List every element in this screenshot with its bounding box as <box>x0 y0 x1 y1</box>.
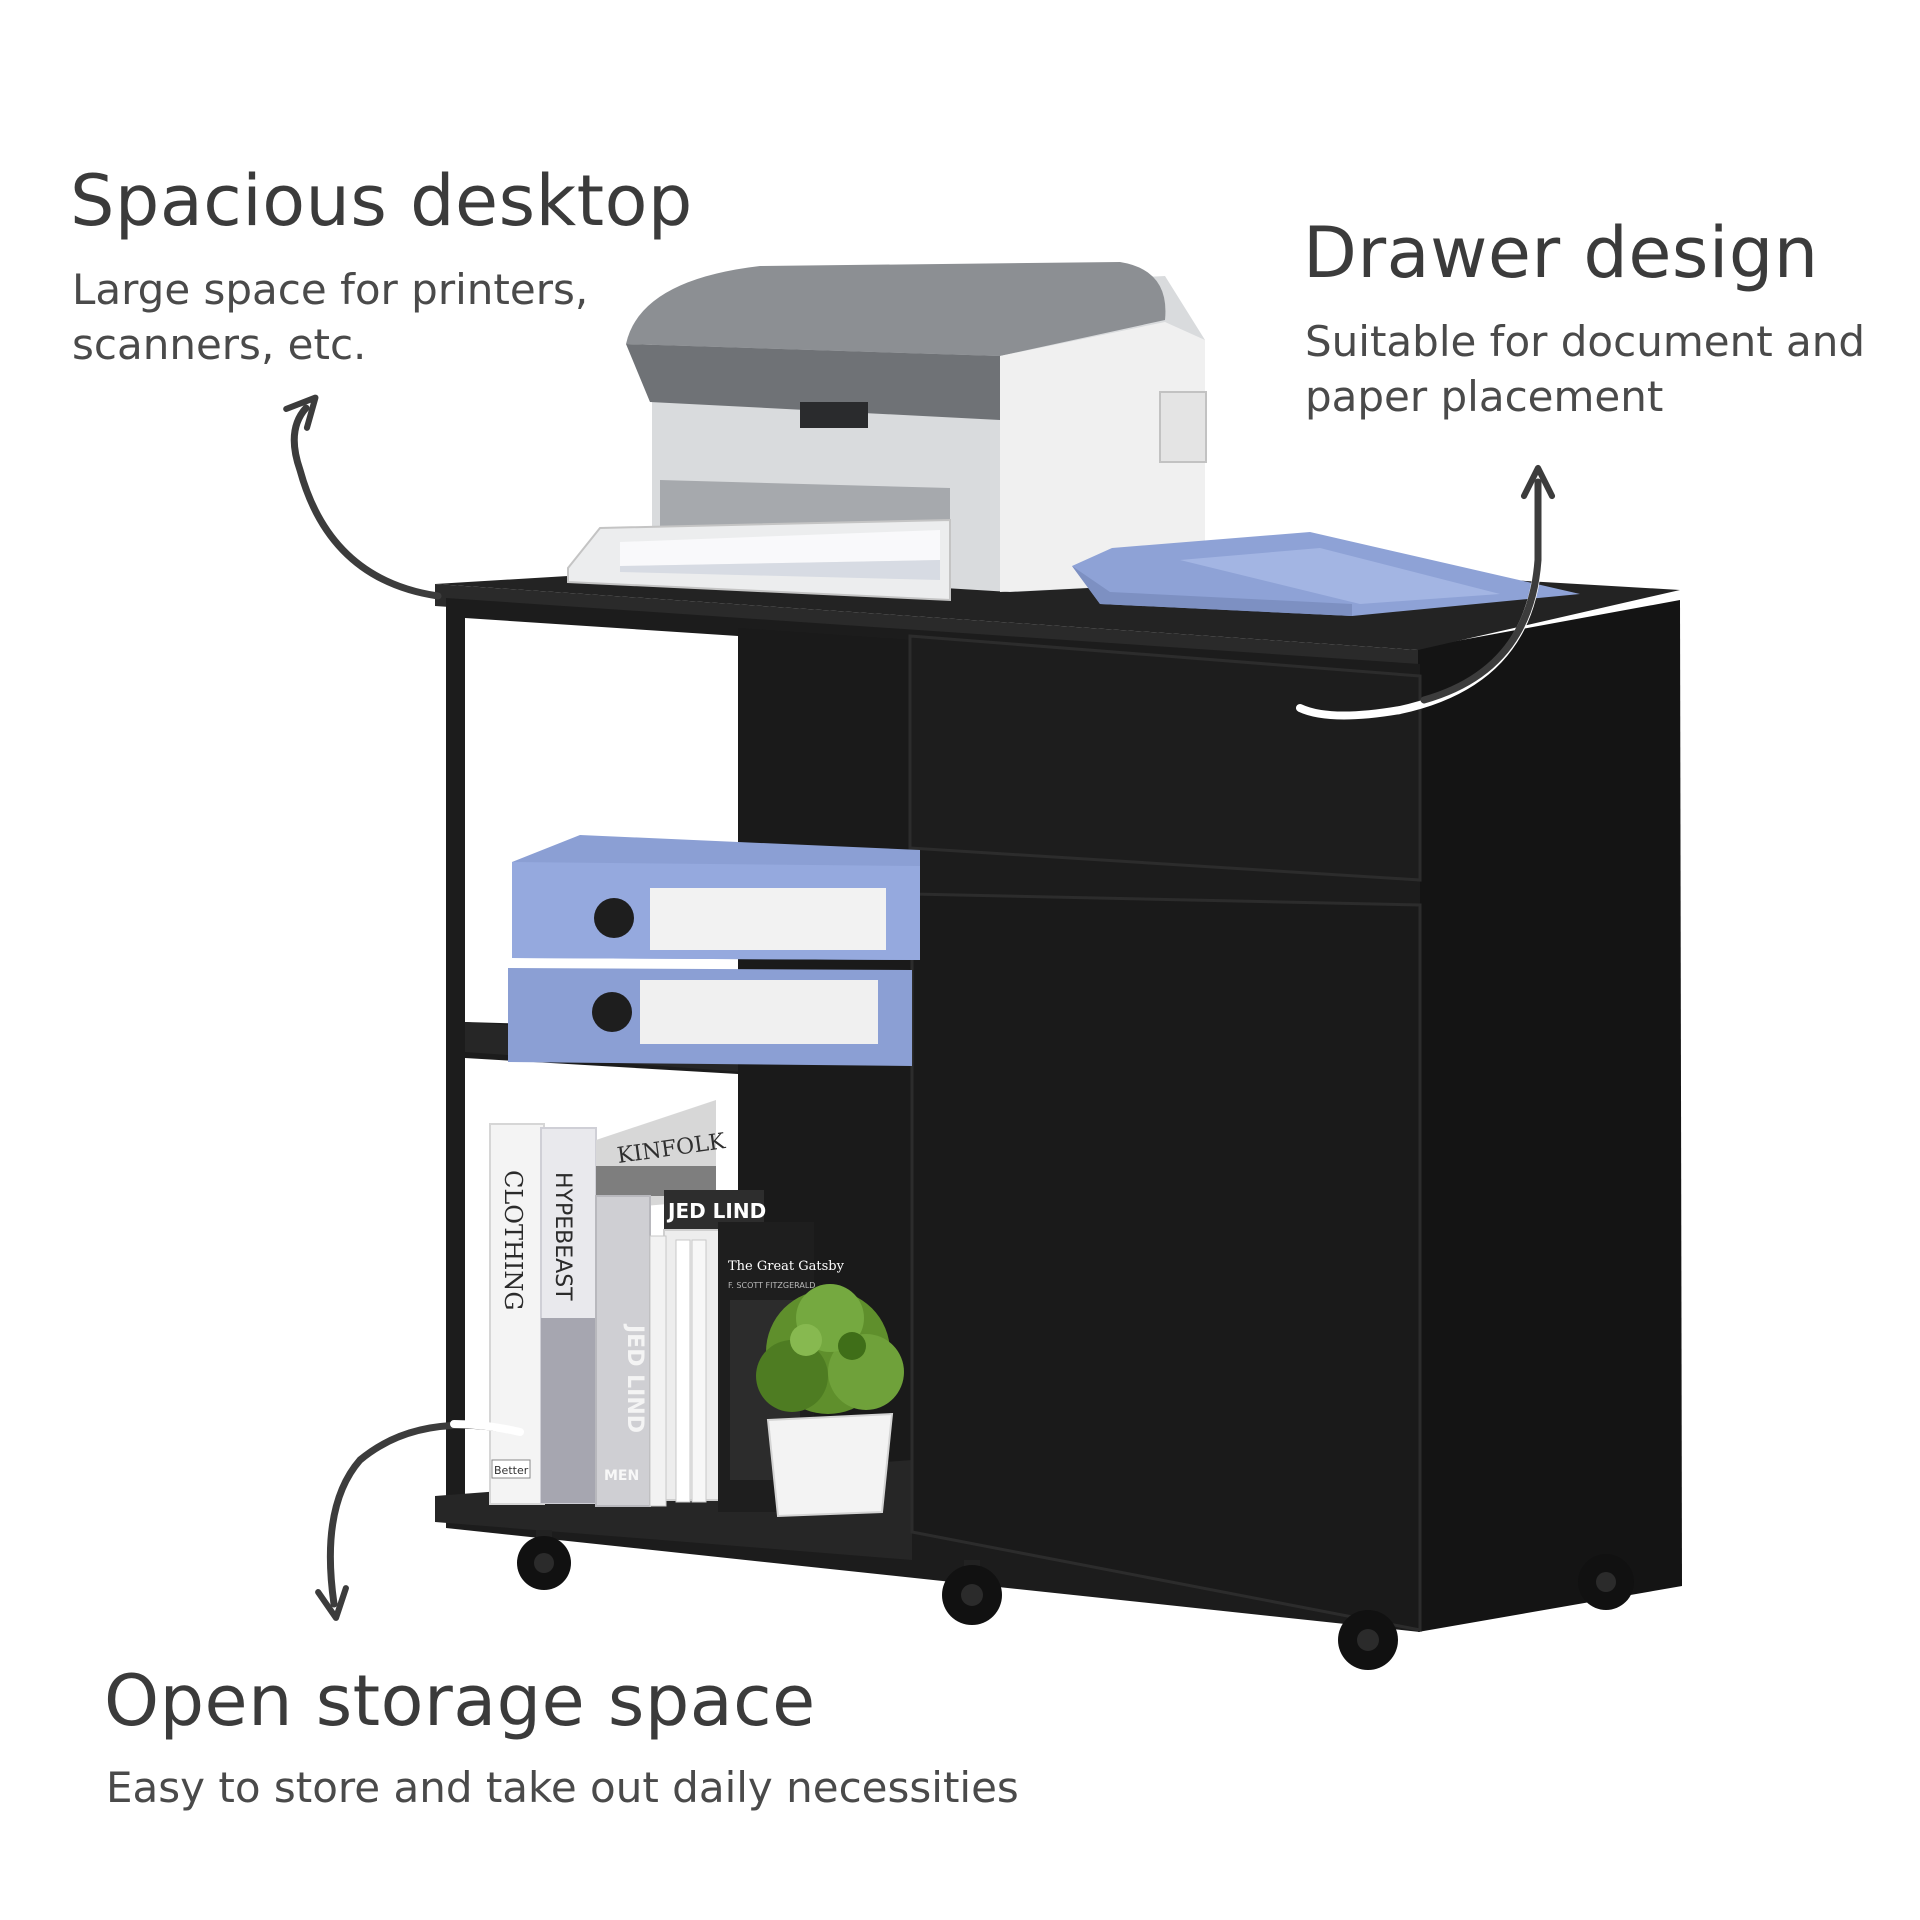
storage-callout-title: Open storage space <box>104 1660 816 1742</box>
book-jed-lind-spine: JED LIND <box>622 1323 647 1433</box>
book-hypebeast: HYPEBEAST <box>540 1127 597 1504</box>
book-men-label: MEN <box>604 1468 639 1484</box>
binders <box>508 835 920 1066</box>
book-jed-lind-cover-title: JED LIND <box>666 1199 766 1223</box>
cabinet-side-panel <box>1418 600 1682 1632</box>
storage-arrow-highlight <box>450 1420 524 1436</box>
binder-lower <box>508 968 912 1066</box>
book-better-label: Better <box>494 1464 529 1477</box>
printer-display <box>800 402 868 428</box>
drawer-front <box>908 634 1422 882</box>
potted-plant <box>756 1284 904 1518</box>
printer-lid <box>626 262 1166 356</box>
upper-open-compartment <box>465 618 738 1030</box>
book-thin-stack <box>649 1235 707 1507</box>
book-hypebeast-spine: HYPEBEAST <box>550 1172 575 1301</box>
plant-pot <box>766 1412 894 1518</box>
storage-callout-description: Easy to store and take out daily necessi… <box>106 1763 1019 1812</box>
drawer-arrow-outer <box>1420 464 1556 704</box>
binder-upper <box>512 835 920 960</box>
cabinet-door <box>910 892 1422 1632</box>
drawer-callout-title: Drawer design <box>1303 212 1819 294</box>
book-kinfolk: KINFOLK <box>596 1100 727 1210</box>
caster-wheel <box>1578 1554 1634 1610</box>
drawer-callout-description: Suitable for document and paper placemen… <box>1305 317 1866 421</box>
book-clothing: CLOTHING Better <box>489 1123 545 1505</box>
book-clothing-spine: CLOTHING <box>499 1170 527 1311</box>
book-gatsby-title: The Great Gatsby <box>728 1259 845 1274</box>
desktop-arrow <box>283 394 442 600</box>
printer-side <box>1000 322 1205 592</box>
blue-folder <box>1072 532 1580 616</box>
book-jed-lind-upright: JED LIND MEN <box>595 1195 651 1507</box>
desktop-callout-description: Large space for printers, scanners, etc. <box>72 265 589 369</box>
book-gatsby-author: F. SCOTT FITZGERALD <box>728 1281 815 1290</box>
caster-wheel <box>517 1530 571 1590</box>
caster-wheel <box>942 1560 1002 1625</box>
desktop-callout-title: Spacious desktop <box>70 160 693 242</box>
printer <box>567 262 1207 602</box>
caster-wheel <box>1338 1610 1398 1670</box>
